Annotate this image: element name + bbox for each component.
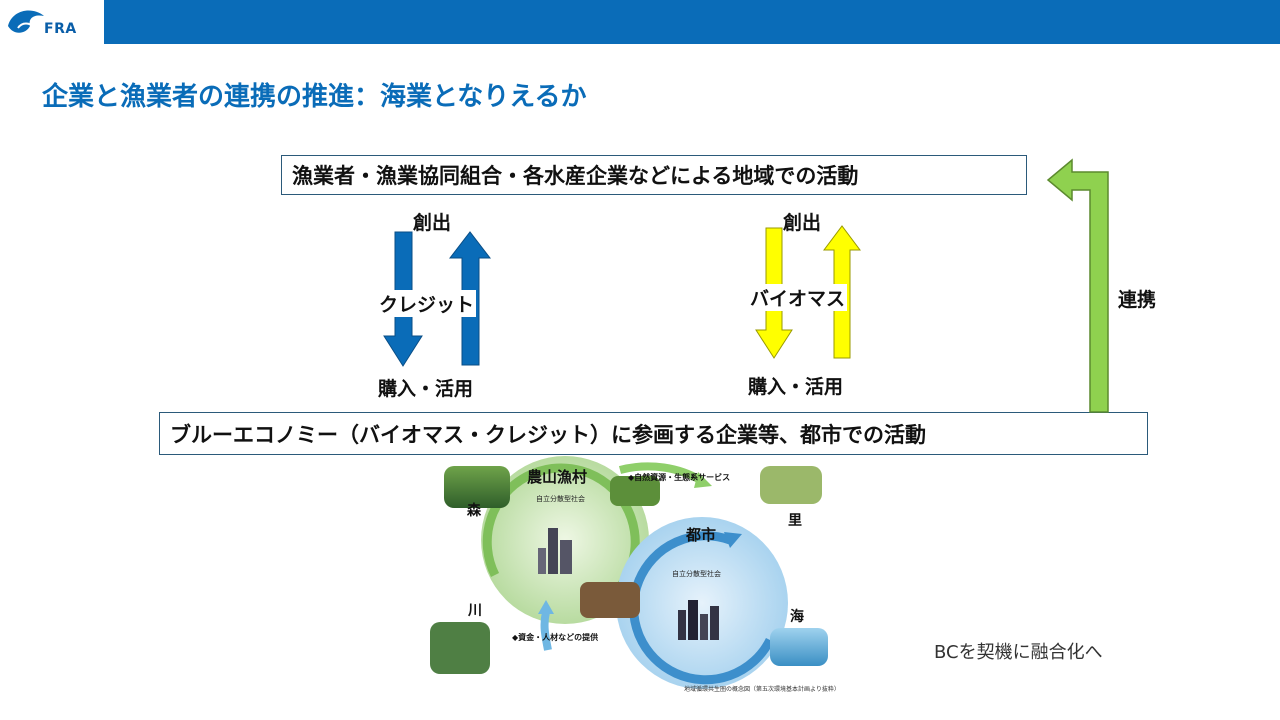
credit-label: クレジット bbox=[377, 290, 477, 317]
header-bar bbox=[0, 0, 1280, 44]
fusion-note: BCを契機に融合化へ bbox=[934, 642, 1103, 663]
rural-society-label: 自立分散型社会 bbox=[536, 495, 585, 503]
logo-text: FRA bbox=[44, 21, 77, 37]
rural-label: 農山漁村 bbox=[527, 468, 588, 486]
city-circle bbox=[616, 517, 788, 689]
city-society-label: 自立分散型社会 bbox=[672, 570, 721, 578]
village-label: 里 bbox=[788, 513, 802, 529]
cooperation-label: 連携 bbox=[1118, 289, 1157, 311]
biomass-label: バイオマス bbox=[748, 284, 848, 311]
logo: FRA bbox=[0, 0, 104, 44]
field-photo bbox=[610, 476, 660, 506]
urban-activity-text: ブルーエコノミー（バイオマス・クレジット）に参画する企業等、都市での活動 bbox=[170, 422, 926, 447]
regional-activity-text: 漁業者・漁業協同組合・各水産企業などによる地域での活動 bbox=[292, 164, 859, 188]
village-photo bbox=[760, 466, 822, 504]
river-label: 川 bbox=[468, 603, 482, 619]
support-title: ◆資金・人材などの提供 bbox=[512, 633, 599, 642]
fra-logo-icon bbox=[8, 10, 44, 33]
services-title: ◆自然資源・生態系サービス bbox=[628, 473, 731, 482]
page-title: 企業と漁業者の連携の推進：海業となりえるか bbox=[42, 82, 587, 112]
left-purchase-label: 購入・活用 bbox=[378, 378, 474, 400]
river-photo bbox=[430, 622, 490, 674]
sea-label: 海 bbox=[790, 609, 804, 625]
right-create-label: 創出 bbox=[783, 212, 822, 234]
forest-photo bbox=[444, 466, 510, 508]
city-label: 都市 bbox=[686, 526, 717, 544]
coast-photo bbox=[580, 582, 640, 618]
cooperation-arrow bbox=[1046, 158, 1109, 413]
city-cycle-arrow bbox=[629, 531, 775, 685]
sea-photo bbox=[770, 628, 828, 666]
diagram-caption: 地域循環共生圏の概念図（第五次環境基本計画より抜粋） bbox=[684, 686, 840, 693]
regional-activity-box: 漁業者・漁業協同組合・各水産企業などによる地域での活動 bbox=[281, 155, 1027, 195]
urban-activity-box: ブルーエコノミー（バイオマス・クレジット）に参画する企業等、都市での活動 bbox=[159, 412, 1148, 455]
forest-label: 森 bbox=[467, 503, 481, 519]
left-create-label: 創出 bbox=[413, 212, 452, 234]
right-purchase-label: 購入・活用 bbox=[748, 376, 844, 398]
